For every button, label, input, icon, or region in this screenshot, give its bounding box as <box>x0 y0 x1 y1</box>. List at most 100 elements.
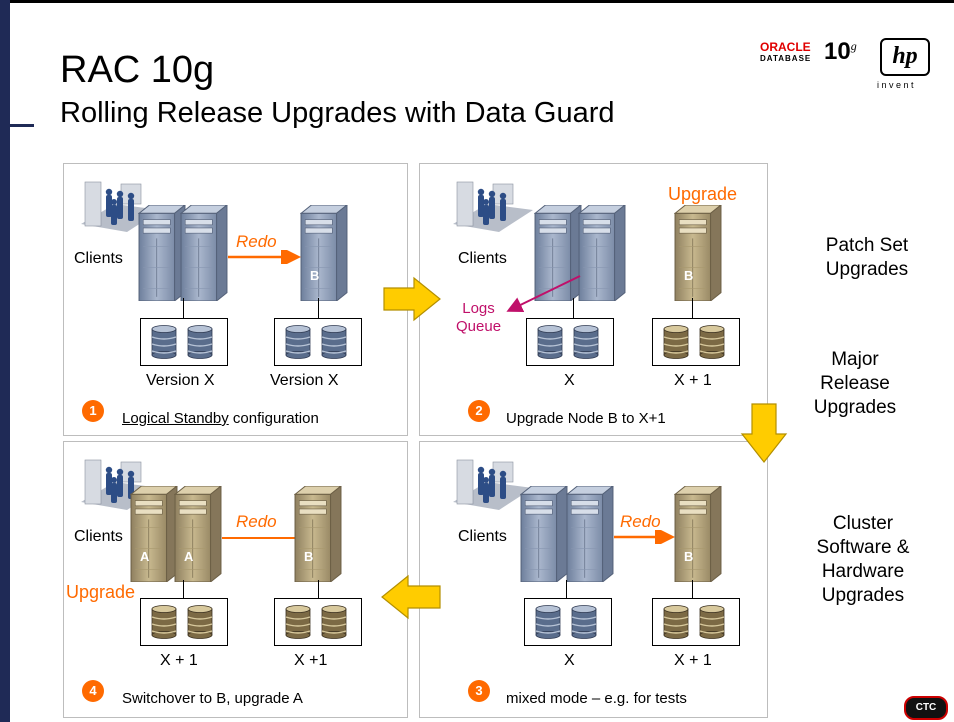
side-label-line: Release <box>820 373 890 394</box>
redo-label: Redo <box>620 512 661 531</box>
flow-arrow-left <box>381 574 441 620</box>
version-label: X + 1 <box>674 652 712 669</box>
redo-arrow <box>228 250 301 264</box>
storage-box <box>652 598 740 646</box>
clients-label: Clients <box>458 528 507 545</box>
disk-icon <box>187 605 213 639</box>
caption-text: configuration <box>228 410 319 427</box>
version-label: X <box>564 372 575 389</box>
clients-label: Clients <box>74 250 123 267</box>
connector-line <box>183 580 184 598</box>
version-label: X <box>564 652 575 669</box>
redo-arrow <box>614 530 675 544</box>
rac-server-node-2 <box>578 205 626 301</box>
upgrade-label: Upgrade <box>668 184 738 204</box>
ctc-logo-text: CTC <box>915 702 937 713</box>
hp-tagline: i n v e n t <box>877 80 914 90</box>
step-number-badge: 1 <box>82 400 104 422</box>
hp-logo-badge: hp <box>880 38 930 76</box>
disk-icon <box>187 325 213 359</box>
primary-server-b <box>294 486 342 582</box>
connector-line <box>692 298 693 318</box>
major-release-upgrades-label: Major Release Upgrades <box>788 348 922 420</box>
connector-line <box>318 580 319 598</box>
oracle-version-number: 10 <box>824 38 851 65</box>
oracle-database-logo: ORACLE DATABASE 10g <box>760 38 868 70</box>
redo-label: Redo <box>236 512 277 531</box>
disk-icon <box>571 605 597 639</box>
left-accent-bar <box>0 0 10 722</box>
step-number-badge: 4 <box>82 680 104 702</box>
disk-icon <box>285 605 311 639</box>
disk-icon <box>151 605 177 639</box>
oracle-database-label: DATABASE <box>760 54 812 63</box>
slide-title: RAC 10g <box>60 49 215 91</box>
upgraded-server-b <box>674 205 722 301</box>
side-label-line: Patch Set <box>825 235 909 256</box>
disk-icon <box>151 325 177 359</box>
clients-image <box>452 181 534 233</box>
storage-box <box>140 318 228 366</box>
logs-queue-label: Logs Queue <box>456 300 501 336</box>
side-label-line: Hardware <box>821 561 905 582</box>
disk-icon <box>285 325 311 359</box>
connector-line <box>566 580 567 598</box>
standby-server-b <box>674 486 722 582</box>
disk-icon <box>535 605 561 639</box>
logs-label: Logs <box>462 300 495 317</box>
oracle-version-suffix: g <box>850 39 857 53</box>
server-a1-label: A <box>140 549 150 564</box>
step-caption: Switchover to B, upgrade A <box>122 690 303 707</box>
storage-box <box>274 598 362 646</box>
side-label-line: Software & <box>816 537 910 558</box>
connector-line <box>183 298 184 318</box>
disk-icon <box>699 325 725 359</box>
step-caption: mixed mode – e.g. for tests <box>506 690 687 707</box>
version-label: X + 1 <box>674 372 712 389</box>
logical-standby-link[interactable]: Logical Standby <box>122 410 229 427</box>
top-border <box>10 0 954 3</box>
hp-logo: hp i n v e n t <box>875 38 935 100</box>
flow-arrow-right <box>383 276 441 322</box>
storage-box <box>526 318 614 366</box>
storage-box <box>274 318 362 366</box>
connector-line <box>692 580 693 598</box>
oracle-wordmark: ORACLE <box>760 40 811 54</box>
rac-server-node-1 <box>520 486 568 582</box>
step-caption: Upgrade Node B to X+1 <box>506 410 666 427</box>
step-number-badge: 3 <box>468 680 490 702</box>
side-label-line: Upgrades <box>813 397 897 418</box>
clients-label: Clients <box>74 528 123 545</box>
logs-queue-arrow <box>506 275 581 312</box>
rac-server-node-a1 <box>130 486 178 582</box>
disk-icon <box>321 325 347 359</box>
redo-line <box>222 537 298 539</box>
standby-server-b <box>300 205 348 301</box>
server-b-label: B <box>684 549 694 564</box>
redo-label: Redo <box>236 232 277 251</box>
slide-subtitle: Rolling Release Upgrades with Data Guard <box>60 97 615 129</box>
hp-logo-text: hp <box>892 43 918 69</box>
server-b-label: B <box>304 549 314 564</box>
oracle-version: 10g <box>824 38 857 66</box>
disk-icon <box>663 325 689 359</box>
side-label-line: Major <box>831 349 879 370</box>
patch-set-upgrades-label: Patch Set Upgrades <box>800 234 934 282</box>
side-label-line: Upgrades <box>825 259 909 280</box>
disk-icon <box>699 605 725 639</box>
rac-server-node-1 <box>138 205 186 301</box>
storage-box <box>140 598 228 646</box>
disk-icon <box>573 325 599 359</box>
ctc-logo: CTC <box>904 696 948 720</box>
disk-icon <box>321 605 347 639</box>
version-label: Version X <box>270 372 339 389</box>
disk-icon <box>663 605 689 639</box>
version-label: X +1 <box>294 652 328 669</box>
connector-line <box>318 298 319 318</box>
version-label: Version X <box>146 372 215 389</box>
rac-server-node-2 <box>180 205 228 301</box>
rac-server-node-a2 <box>174 486 222 582</box>
server-a2-label: A <box>184 549 194 564</box>
cluster-upgrades-label: Cluster Software & Hardware Upgrades <box>796 512 930 608</box>
side-label-line: Cluster <box>832 513 894 534</box>
